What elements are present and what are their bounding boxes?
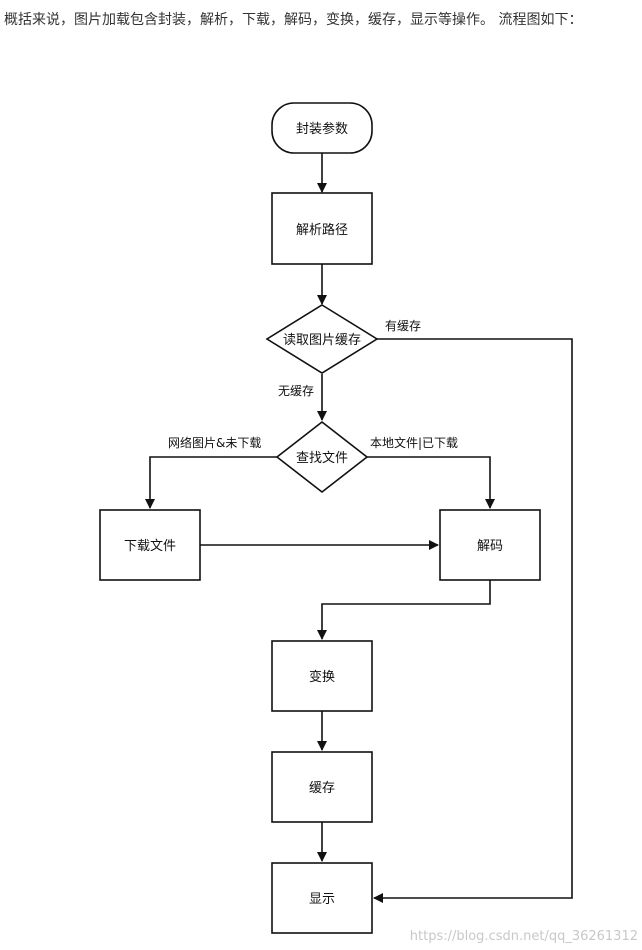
edge-label-network-not-downloaded: 网络图片&未下载	[168, 435, 261, 450]
node-cache-shape	[271, 751, 373, 823]
intro-text: 概括来说，图片加载包含封装，解析，下载，解码，变换，缓存，显示等操作。 流程图如…	[4, 12, 583, 28]
node-cache-label: 缓存	[309, 781, 335, 796]
node-read-cache-shape	[265, 304, 379, 374]
edge-find-file-to-download	[145, 456, 277, 509]
watermark: https://blog.csdn.net/qq_36261312	[409, 929, 638, 944]
node-display-label: 显示	[309, 892, 335, 907]
edge-label-local-downloaded: 本地文件|已下载	[370, 435, 458, 450]
node-download-shape	[99, 509, 201, 581]
node-start-label: 封装参数	[296, 121, 348, 137]
node-read-cache-label: 读取图片缓存	[283, 333, 361, 348]
node-transform-shape	[271, 640, 373, 712]
edge-find-file-to-decode	[367, 456, 495, 509]
edge-has-cache-to-display	[373, 338, 573, 903]
edge-decode-to-transform	[317, 580, 491, 640]
edge-label-no-cache: 无缓存	[278, 384, 314, 398]
node-download-label: 下载文件	[124, 539, 176, 554]
node-find-file-shape	[275, 420, 369, 494]
node-display-shape	[271, 862, 373, 934]
node-transform-label: 变换	[309, 669, 335, 685]
node-decode-shape	[439, 509, 541, 581]
node-start-shape	[271, 102, 373, 154]
node-find-file-label: 查找文件	[296, 451, 348, 466]
node-decode-label: 解码	[477, 539, 503, 554]
edge-label-has-cache: 有缓存	[385, 319, 421, 333]
node-parse-label: 解析路径	[296, 222, 348, 238]
node-parse-shape	[271, 192, 373, 265]
